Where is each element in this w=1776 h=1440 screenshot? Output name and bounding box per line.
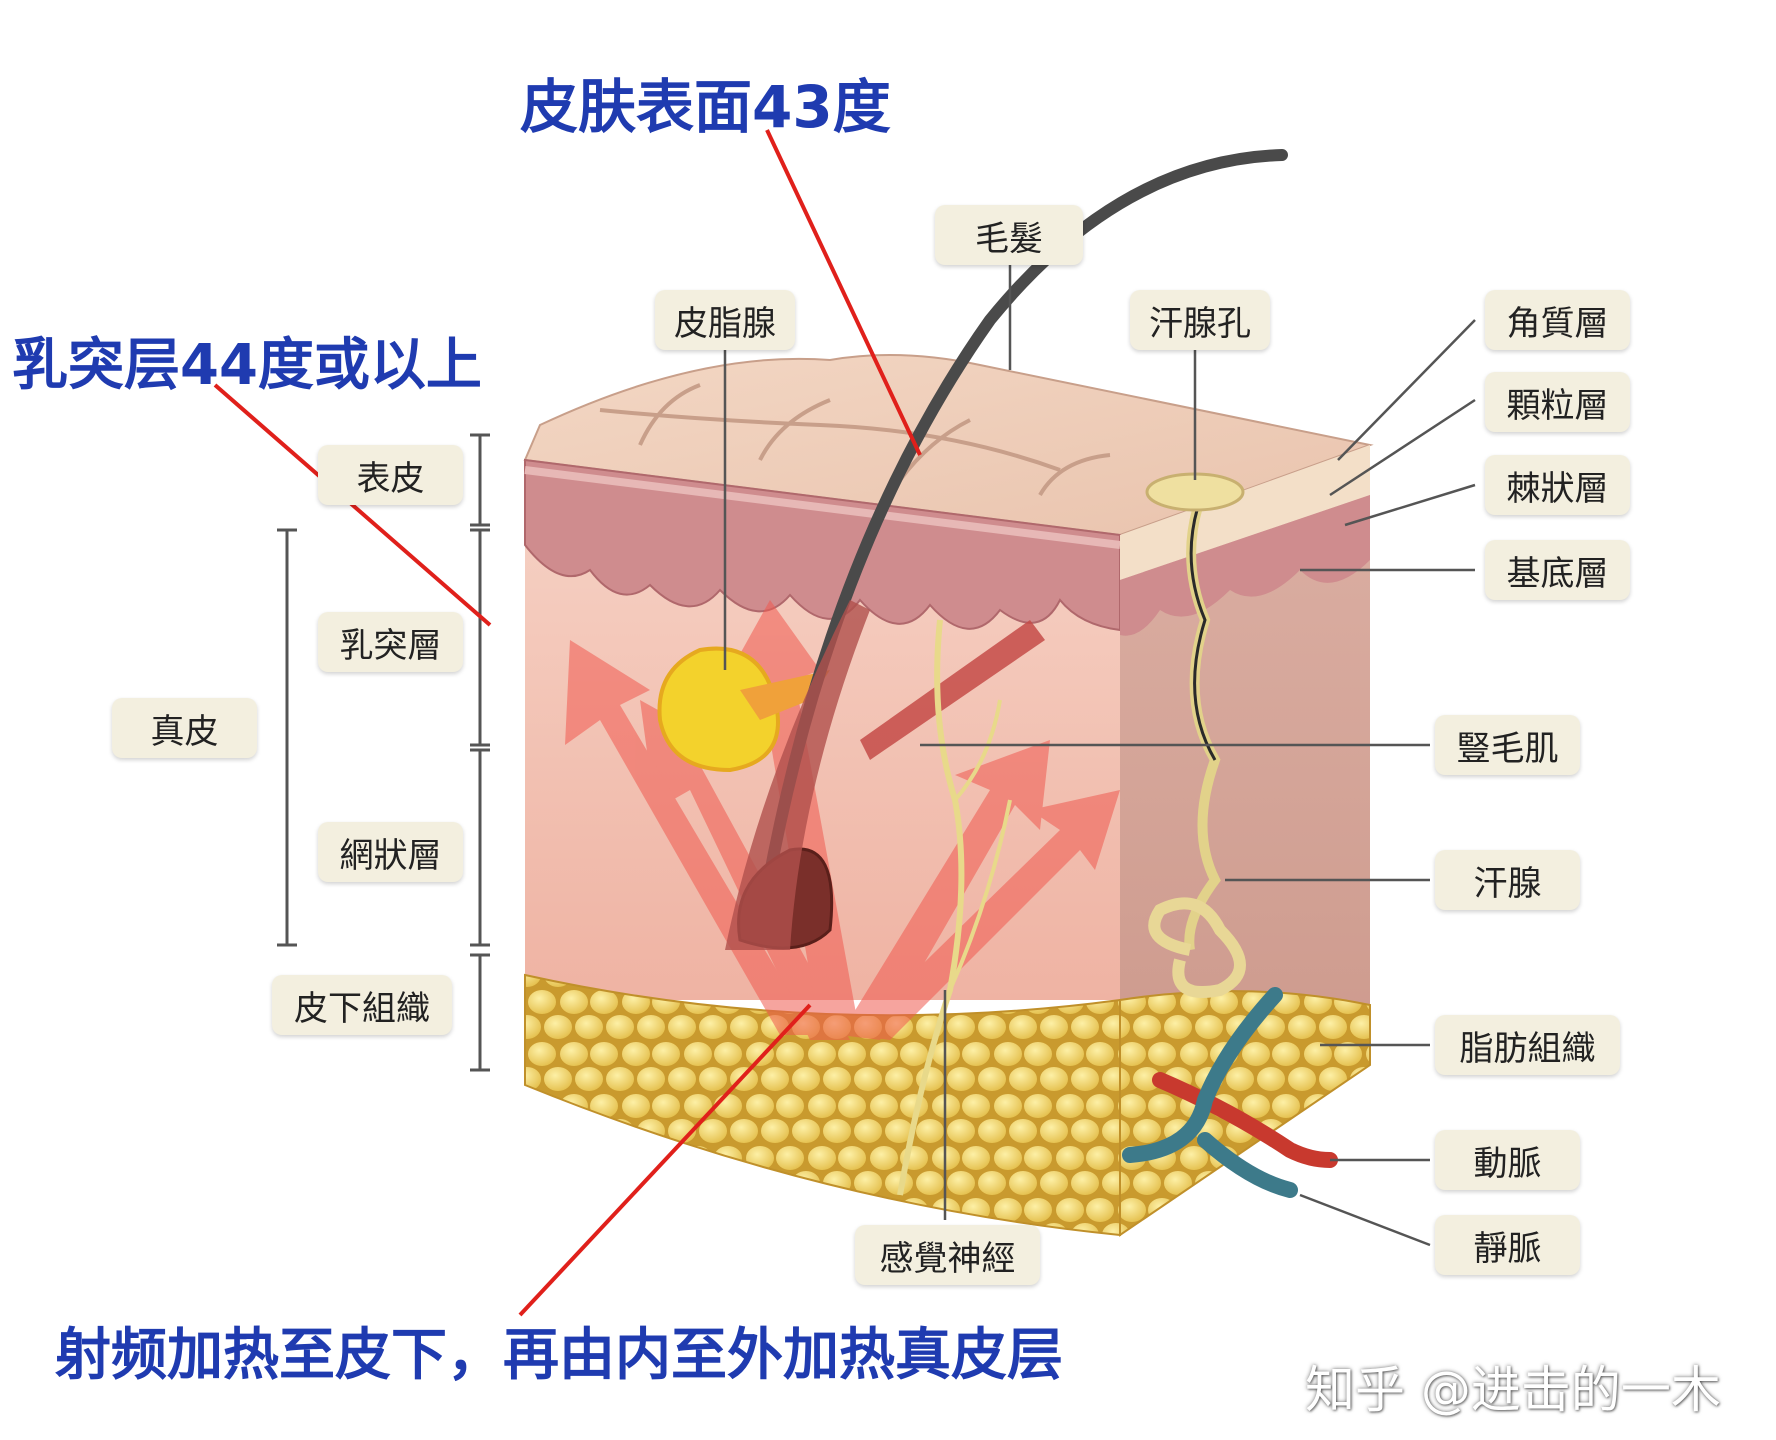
label-stratum-granulosum: 顆粒層 — [1485, 372, 1630, 432]
label-hair: 毛髮 — [935, 205, 1083, 265]
label-sebaceous-gland: 皮脂腺 — [655, 290, 795, 350]
hair-follicle — [725, 600, 870, 950]
arrector-muscle — [860, 620, 1045, 760]
sebaceous-gland — [657, 646, 780, 773]
label-fat-tissue: 脂肪組織 — [1435, 1015, 1620, 1075]
annotation-surface-temp: 皮肤表面43度 — [520, 73, 891, 141]
epidermis-band — [524, 458, 1121, 632]
label-sweat-pore: 汗腺孔 — [1130, 290, 1270, 350]
label-artery: 動脈 — [1435, 1130, 1580, 1190]
label-epidermis: 表皮 — [318, 445, 463, 505]
artery-vessel — [1152, 1072, 1338, 1168]
leader-lines — [723, 265, 1476, 1247]
label-sensory-nerve: 感覺神經 — [855, 1225, 1040, 1285]
sweat-coil — [1148, 897, 1246, 998]
label-subcutaneous: 皮下組織 — [272, 975, 452, 1035]
label-sweat-gland: 汗腺 — [1435, 850, 1580, 910]
nerve — [897, 619, 965, 1196]
label-reticular-layer: 網狀層 — [318, 822, 463, 882]
annotation-papillary-temp: 乳突层44度或以上 — [12, 333, 482, 398]
label-stratum-basale: 基底層 — [1485, 540, 1630, 600]
pointer-lines — [213, 129, 922, 1317]
label-stratum-corneum: 角質層 — [1485, 290, 1630, 350]
annotation-rf-heating: 射频加热至皮下，再由内至外加热真皮层 — [55, 1323, 1063, 1388]
label-papillary-layer: 乳突層 — [318, 612, 463, 672]
vein-vessel — [1122, 987, 1298, 1198]
label-dermis: 真皮 — [112, 698, 257, 758]
label-arrector-pili: 豎毛肌 — [1435, 715, 1580, 775]
label-stratum-spinosum: 棘狀層 — [1485, 455, 1630, 515]
bracket-lines — [277, 433, 490, 1072]
watermark: 知乎 @进击的一木 — [1305, 1361, 1721, 1419]
label-vein: 靜脈 — [1435, 1215, 1580, 1275]
